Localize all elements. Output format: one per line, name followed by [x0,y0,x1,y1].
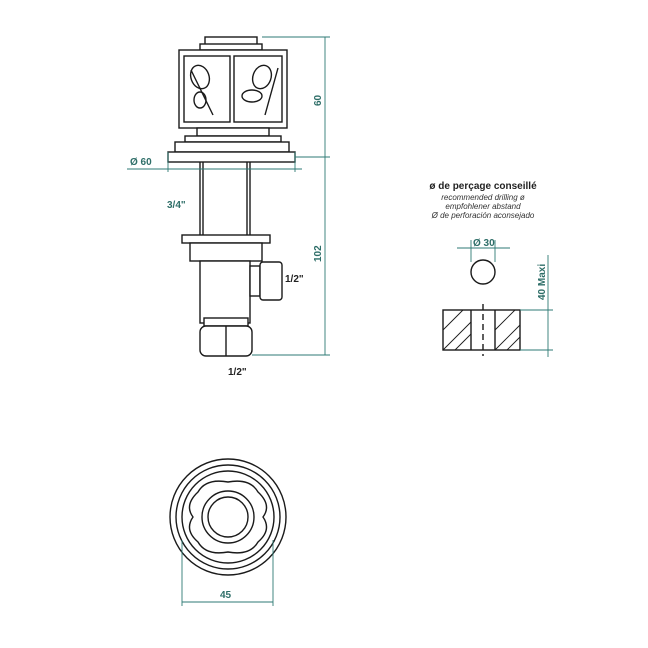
flange-diameter-label: Ø 60 [130,157,152,168]
height-total-label: 102 [313,245,324,262]
top-view: 45 [169,458,287,606]
cartridge-handle [178,49,288,129]
drilling-recommendation: ø de perçage conseillé recommended drill… [429,181,553,357]
butterfly-icon [189,64,279,116]
drilling-title: ø de perçage conseillé [429,181,537,192]
hole-diameter-label: Ø 30 [473,238,495,249]
height-top-label: 60 [313,94,324,106]
drilling-en: recommended drilling ø [441,193,525,202]
drilling-de: empfohlener abstand [445,202,521,211]
top-width-label: 45 [220,590,232,601]
bottom-thread-label: 1/2" [228,367,247,378]
max-thickness-label: 40 Maxi [537,264,548,300]
side-outlet-label: 1/2" [285,274,304,285]
stem-thread-label: 3/4" [167,200,186,211]
drill-hole [470,259,496,285]
side-view [167,36,296,357]
side-dimensions: 60 102 Ø 60 3/4" 1/2" 1/2" [127,36,330,378]
side-outlet [259,261,283,301]
base-flange [167,151,296,163]
drilling-es: Ø de perforación aconsejado [431,211,535,220]
